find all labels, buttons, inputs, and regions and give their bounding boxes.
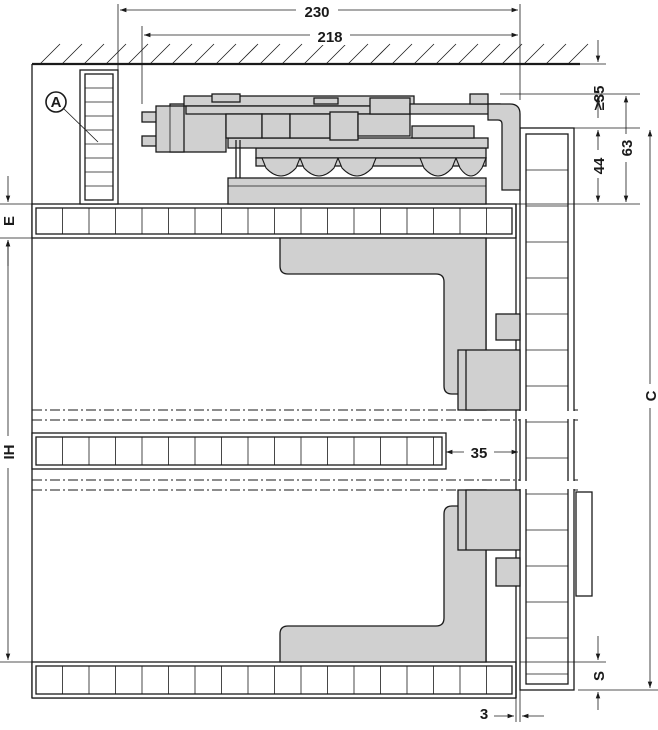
ceiling-hatch-line — [61, 43, 83, 65]
door-edge-profile — [575, 491, 593, 597]
ceiling — [32, 43, 589, 66]
ceiling-hatch-line — [171, 43, 193, 65]
dim-35-label: 35 — [471, 445, 488, 462]
ceiling-hatch-line — [127, 43, 149, 65]
ceiling-hatch-line — [545, 43, 567, 65]
dim-218-label: 218 — [317, 29, 342, 46]
lower-guide-bracket — [279, 489, 521, 663]
ceiling-hatch-line — [193, 43, 215, 65]
ceiling-hatch-line — [523, 43, 545, 65]
ceiling-hatch-line — [149, 43, 171, 65]
roller-wheel — [337, 157, 377, 177]
ceiling-hatch-line — [413, 43, 435, 65]
dimension-left-stack: E IH — [0, 176, 34, 663]
dim-e-label: E — [1, 216, 18, 226]
dimension-3: 3 — [480, 690, 544, 723]
ceiling-hatch-line — [39, 43, 61, 65]
bottom-shelf — [31, 661, 517, 699]
roller-wheel — [299, 157, 339, 177]
callout-a-label: A — [51, 94, 62, 111]
ceiling-hatch-line — [391, 43, 413, 65]
roller-wheel — [419, 157, 457, 177]
running-gear-assembly — [141, 93, 521, 205]
dim-min35-label: ≥35 — [591, 86, 608, 111]
dimension-35: 35 — [446, 445, 518, 462]
ceiling-hatch-line — [501, 43, 523, 65]
top-shelf — [31, 203, 517, 239]
ceiling-hatch-line — [325, 43, 347, 65]
roller-wheel — [261, 157, 301, 177]
ceiling-hatch-line — [435, 43, 457, 65]
ceiling-hatch-line — [259, 43, 281, 65]
dim-ih-label: IH — [1, 445, 18, 460]
ceiling-hatch-line — [567, 43, 589, 65]
ceiling-hatch-line — [303, 43, 325, 65]
dimension-230: 230 — [117, 2, 521, 100]
dimension-right-stack: ≥35 44 63 C S — [486, 40, 658, 710]
dim-63-label: 63 — [619, 140, 636, 157]
middle-shelf — [31, 432, 447, 470]
ceiling-hatch-line — [215, 43, 237, 65]
dim-c-label: C — [643, 390, 658, 401]
ceiling-hatch-line — [281, 43, 303, 65]
upper-guide-bracket — [279, 237, 521, 411]
ceiling-hatch-line — [105, 43, 127, 65]
ceiling-hatch-line — [83, 43, 105, 65]
ceiling-hatch-line — [347, 43, 369, 65]
cabinet-side — [485, 204, 517, 698]
ceiling-hatch-line — [237, 43, 259, 65]
dim-44-label: 44 — [591, 157, 608, 174]
ceiling-hatch-line — [479, 43, 501, 65]
dimension-218: 218 — [141, 26, 518, 104]
ceiling-hatch-line — [369, 43, 391, 65]
dim-s-label: S — [591, 671, 608, 681]
roller-wheel — [455, 157, 487, 177]
dim-230-label: 230 — [304, 4, 329, 21]
door-panel — [518, 127, 578, 691]
dim-3-label: 3 — [480, 706, 488, 723]
ceiling-hatch-line — [457, 43, 479, 65]
callout-a: A — [45, 91, 99, 143]
vertical-panel-a — [79, 69, 119, 205]
